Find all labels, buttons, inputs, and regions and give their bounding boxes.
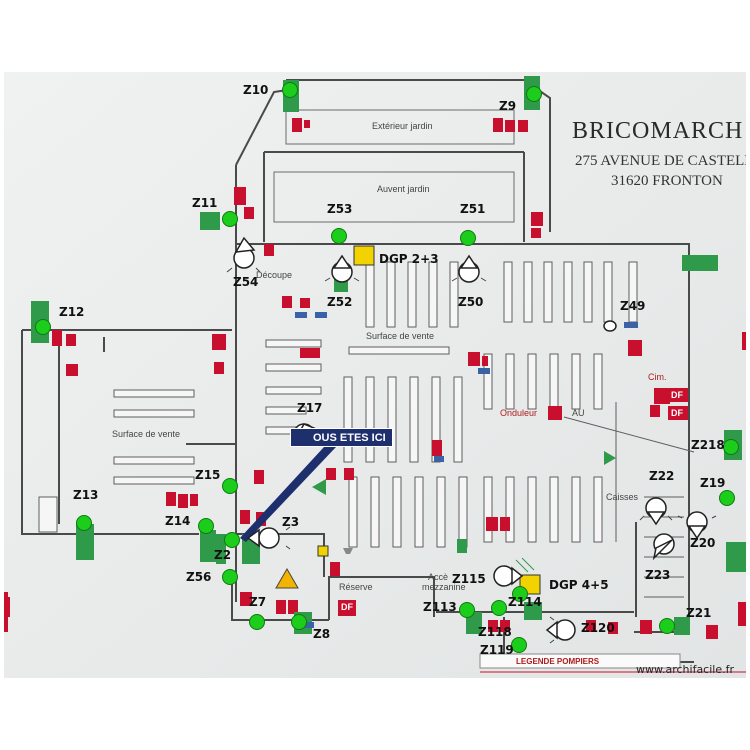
sensor-dot-z13[interactable] <box>76 515 92 531</box>
zone-label-z15: Z15 <box>195 468 221 482</box>
sensor-dot-z14[interactable] <box>198 518 214 534</box>
zone-label-z56: Z56 <box>186 570 212 584</box>
label-decoupe: Découpe <box>256 270 293 280</box>
zone-label-z114: Z114 <box>508 595 542 609</box>
detector-icon-z49 <box>603 320 617 332</box>
zone-label-z21: Z21 <box>686 606 712 620</box>
sensor-dot-z7[interactable] <box>249 614 265 630</box>
sensor-dot-z12[interactable] <box>35 319 51 335</box>
label-df-3: DF <box>341 602 353 612</box>
zone-label-z17: Z17 <box>297 401 323 415</box>
lamp-icon-z3 <box>246 527 280 549</box>
sensor-dot-z56[interactable] <box>222 569 238 585</box>
zone-label-z3: Z3 <box>282 515 300 529</box>
floor-plan-photo: BRICOMARCH 275 AVENUE DE CASTELN 31620 F… <box>4 72 746 678</box>
zone-label-z13: Z13 <box>73 488 99 502</box>
label-acces-2: mezzanine <box>422 582 466 592</box>
store-name: BRICOMARCH <box>572 118 744 144</box>
dgp-label-2: DGP 4+5 <box>549 578 609 592</box>
store-address-line2: 31620 FRONTON <box>611 173 723 189</box>
sensor-dot-z21[interactable] <box>659 618 675 634</box>
dgp-panel-square-1 <box>353 245 375 266</box>
zone-label-z118: Z118 <box>478 625 512 639</box>
zone-label-z9: Z9 <box>499 99 517 113</box>
sensor-dot-z2[interactable] <box>224 532 240 548</box>
zone-label-z7: Z7 <box>249 595 267 609</box>
lamp-icon-z54 <box>233 236 256 269</box>
label-onduleur: Onduleur <box>500 408 538 418</box>
zone-label-z14: Z14 <box>165 514 191 528</box>
zone-label-z10: Z10 <box>243 83 269 97</box>
sensor-dot-z15[interactable] <box>222 478 238 494</box>
label-cim: Cim. <box>648 372 667 382</box>
label-surface-vente-left: Surface de vente <box>112 429 181 439</box>
sensor-dot-z51[interactable] <box>460 230 476 246</box>
lamp-icon-z23 <box>652 533 675 561</box>
lamp-icon-z115 <box>493 565 524 587</box>
label-exterieur-jardin: Extérieur jardin <box>372 121 433 131</box>
sensor-dot-z53[interactable] <box>331 228 347 244</box>
sensor-dot-z118[interactable] <box>491 600 507 616</box>
zone-label-z218: Z218 <box>691 438 725 452</box>
sensor-dot-z113[interactable] <box>459 602 475 618</box>
sensor-dot-z218[interactable] <box>723 439 739 455</box>
label-surface-vente-main: Surface de vente <box>366 331 435 341</box>
label-reserve: Réserve <box>339 582 373 592</box>
zone-label-z52: Z52 <box>327 295 353 309</box>
zone-label-z20: Z20 <box>690 536 716 550</box>
label-df-1: DF <box>671 390 683 400</box>
floor-plan-drawing <box>4 72 746 678</box>
label-acces-1: Accè <box>428 572 449 582</box>
zone-label-z53: Z53 <box>327 202 353 216</box>
zone-label-z2: Z2 <box>214 548 232 562</box>
zone-label-z23: Z23 <box>645 568 671 582</box>
zone-label-z119: Z119 <box>480 643 514 657</box>
zone-label-z12: Z12 <box>59 305 85 319</box>
zone-label-z50: Z50 <box>458 295 484 309</box>
zone-label-z115: Z115 <box>452 572 486 586</box>
lamp-icon-z20 <box>686 511 708 540</box>
store-address-line1: 275 AVENUE DE CASTELN <box>575 153 746 169</box>
zone-label-z11: Z11 <box>192 196 218 210</box>
zone-label-z120: Z120 <box>581 621 615 635</box>
zone-label-z113: Z113 <box>423 600 457 614</box>
label-caisses: Caisses <box>606 492 639 502</box>
zone-label-z49: Z49 <box>620 299 646 313</box>
legend-title: LEGENDE POMPIERS <box>516 657 600 666</box>
zone-label-z19: Z19 <box>700 476 726 490</box>
you-are-here-banner: OUS ETES ICI <box>290 428 393 447</box>
zone-label-z51: Z51 <box>460 202 486 216</box>
zone-label-z8: Z8 <box>313 627 331 641</box>
dgp-label-1: DGP 2+3 <box>379 252 439 266</box>
lamp-icon-z52 <box>331 254 353 283</box>
sensor-dot-z11[interactable] <box>222 211 238 227</box>
sensor-dot-z8[interactable] <box>291 614 307 630</box>
zone-label-z22: Z22 <box>649 469 675 483</box>
label-df-2: DF <box>671 408 683 418</box>
watermark: www.archifacile.fr <box>636 663 735 676</box>
label-auvent-jardin: Auvent jardin <box>377 184 430 194</box>
sensor-dot-z119[interactable] <box>511 637 527 653</box>
label-au: AU <box>572 408 585 418</box>
sensor-dot-z114[interactable] <box>512 586 528 602</box>
zone-label-z54: Z54 <box>233 275 259 289</box>
sensor-dot-z9[interactable] <box>526 86 542 102</box>
sensor-dot-z10[interactable] <box>282 82 298 98</box>
lamp-icon-z50 <box>458 254 480 283</box>
sensor-dot-z19[interactable] <box>719 490 735 506</box>
lamp-icon-z120 <box>545 619 576 641</box>
lamp-icon-z22 <box>645 497 667 526</box>
